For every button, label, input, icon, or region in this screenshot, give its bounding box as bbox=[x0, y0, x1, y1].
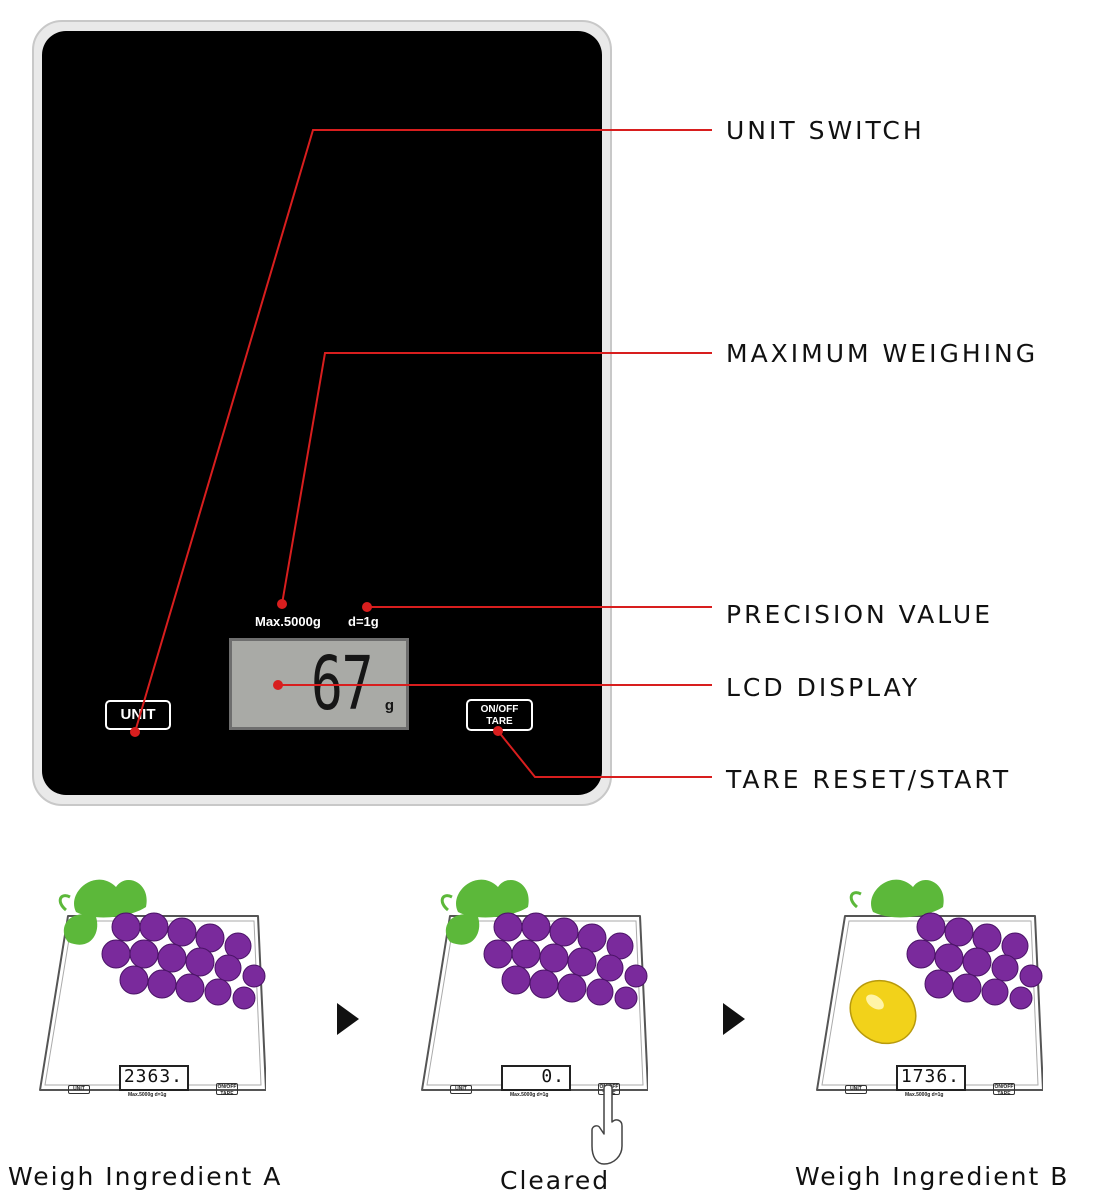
callout-precision-value: PRECISION VALUE bbox=[726, 600, 994, 629]
callout-unit-switch: UNIT SWITCH bbox=[726, 116, 925, 145]
mini-lcd: 1736. bbox=[896, 1065, 966, 1091]
mini-spec: Max.5000g d=1g bbox=[128, 1092, 167, 1098]
mini-unit-button: UNIT bbox=[450, 1085, 472, 1094]
triangle-right-icon bbox=[337, 1003, 359, 1035]
mini-spec: Max.5000g d=1g bbox=[510, 1092, 549, 1098]
lcd-weight-unit: g bbox=[384, 697, 394, 714]
mini-unit-button: UNIT bbox=[845, 1085, 867, 1094]
scale-max-spec: Max.5000g bbox=[255, 614, 321, 629]
mini-spec: Max.5000g d=1g bbox=[905, 1092, 944, 1098]
unit-switch-dot bbox=[130, 727, 140, 737]
tare-reset-dot bbox=[493, 726, 503, 736]
callout-maximum-weighing: MAXIMUM WEIGHING bbox=[726, 339, 1039, 368]
triangle-right-icon bbox=[723, 1003, 745, 1035]
mini-unit-button: UNIT bbox=[68, 1085, 90, 1094]
tare-reset-line bbox=[497, 730, 712, 778]
onoff-label: ON/OFF bbox=[480, 704, 519, 715]
precision-value-dot bbox=[362, 602, 372, 612]
callout-lcd-display: LCD DISPLAY bbox=[726, 673, 921, 702]
callout-lines bbox=[130, 129, 712, 778]
step-label-ingredient-b: Weigh Ingredient B bbox=[795, 1162, 1070, 1191]
callout-tare-reset: TARE RESET/START bbox=[726, 765, 1012, 794]
grapes-icon bbox=[58, 879, 266, 1010]
step-label-ingredient-a: Weigh Ingredient A bbox=[8, 1162, 283, 1191]
mini-lcd: 0. bbox=[501, 1065, 571, 1091]
step-label-cleared: Cleared bbox=[500, 1166, 611, 1195]
grapes-icon bbox=[440, 879, 648, 1010]
unit-switch-line bbox=[134, 129, 712, 733]
maximum-weighing-line bbox=[281, 352, 712, 605]
tare-label: TARE bbox=[486, 716, 513, 727]
lemon-icon bbox=[849, 979, 917, 1045]
scale-precision-spec: d=1g bbox=[348, 614, 379, 629]
maximum-weighing-dot bbox=[277, 599, 287, 609]
grapes-icon bbox=[849, 879, 1043, 1010]
lcd-display-dot bbox=[273, 680, 283, 690]
pointing-finger-icon bbox=[591, 1084, 623, 1165]
mini-lcd: 2363. bbox=[119, 1065, 189, 1091]
